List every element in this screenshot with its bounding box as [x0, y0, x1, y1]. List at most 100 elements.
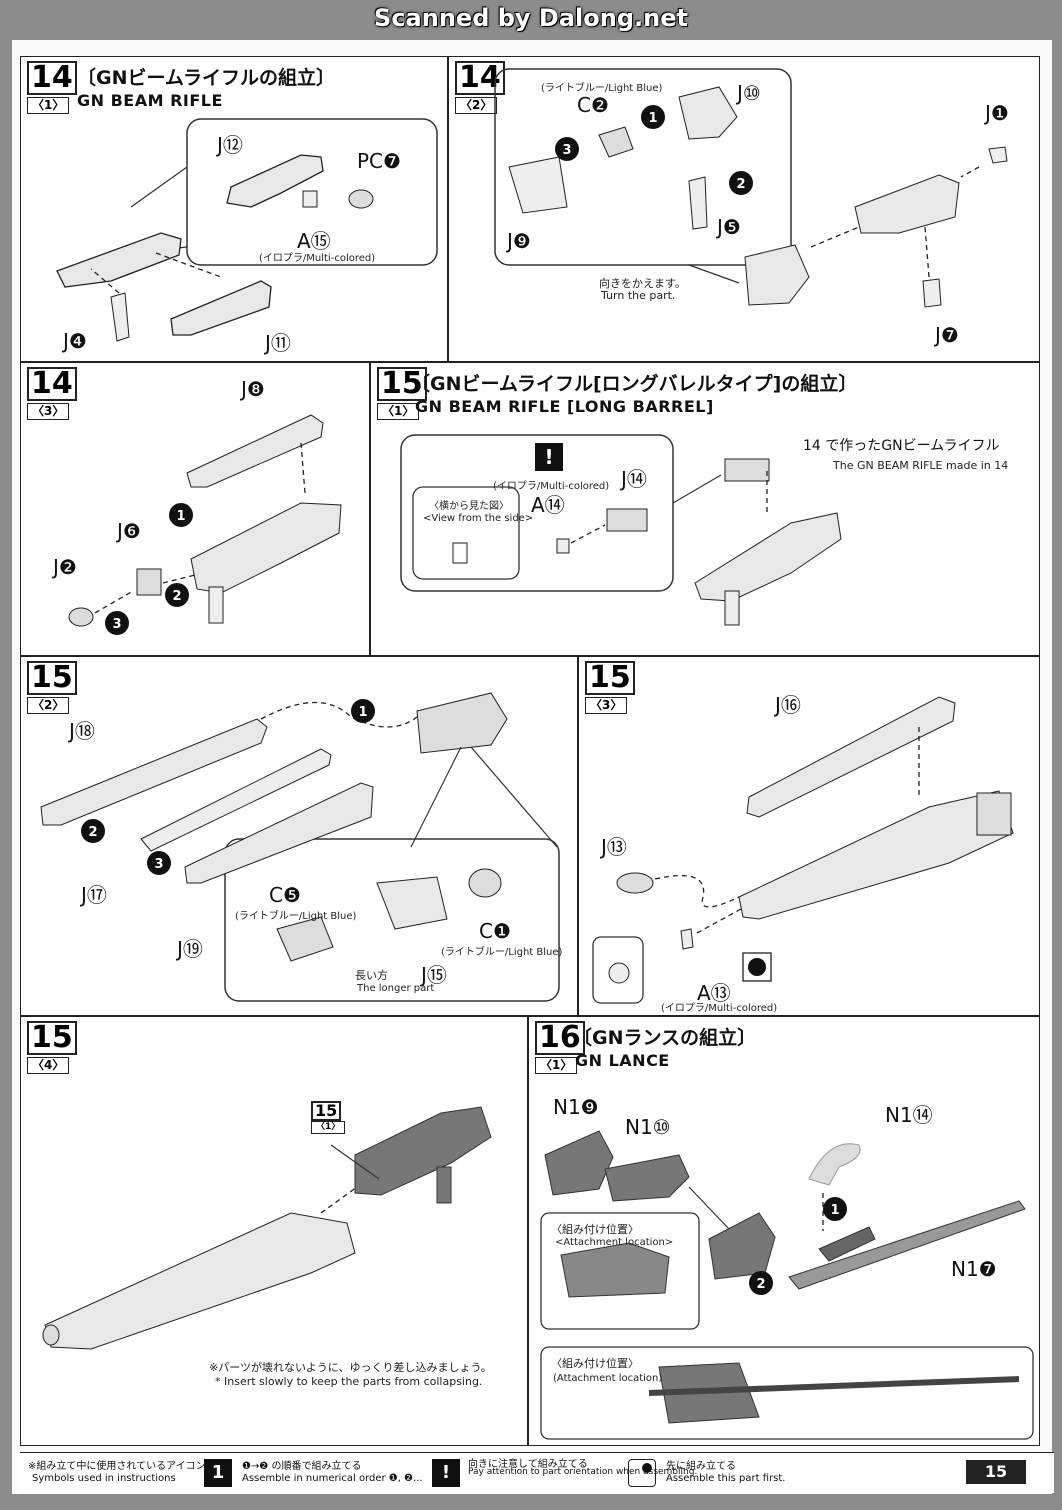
label-j10: J⑩: [737, 81, 761, 105]
panel-16-1: 16 〈1〉 〔GNランスの組立〕 GN LANCE 1 2 N1❾ N1⑩ N…: [528, 1016, 1040, 1446]
svg-text:3: 3: [154, 857, 163, 872]
side-view-en: <View from the side>: [423, 513, 534, 524]
label-a14: A⑭: [531, 493, 565, 517]
symbols-jp: ※組み立て中に使用されているアイコン: [28, 1461, 206, 1472]
panel-14-2: 14 〈2〉 1 2 3 (ライトブルー/Light Blue) C❷ J⑩ J…: [448, 56, 1040, 362]
step-number: 15: [377, 367, 427, 401]
label-n1-9: N1❾: [553, 1095, 599, 1119]
insert-note-en: * Insert slowly to keep the parts from c…: [215, 1375, 483, 1388]
label-j16: J⑯: [775, 693, 801, 717]
step-number: 15: [585, 661, 635, 695]
label-a15-note: (イロプラ/Multi-colored): [259, 253, 376, 264]
label-j12: J⑫: [217, 133, 243, 157]
attention-en: Pay attention to part orientation when a…: [468, 1467, 698, 1477]
substep-label: 〈1〉: [535, 1057, 578, 1074]
attach-jp: 〈組み付け位置〉: [551, 1223, 639, 1236]
panel-15-4: 15 〈4〉 15 〈1〉 ※パーツが壊れないように、ゆっくり差し込みましょう。…: [20, 1016, 528, 1446]
label-c2: C❷: [577, 93, 609, 117]
panel-15-1: 15 〈1〉 〔GNビームライフル[ロングバレルタイプ]の組立〕 GN BEAM…: [370, 362, 1040, 656]
made-in-en: The GN BEAM RIFLE made in 14: [833, 459, 1009, 472]
made-in-jp: 14 で作ったGNビームライフル: [803, 438, 1000, 454]
svg-text:1: 1: [648, 111, 657, 126]
label-j11: J⑪: [265, 331, 291, 355]
svg-text:!: !: [544, 445, 553, 469]
longer-part-en: The longer part: [357, 983, 435, 994]
longer-part-jp: 長い方: [355, 969, 388, 982]
attach2-en: (Attachment location): [553, 1373, 663, 1384]
substep-label: 〈3〉: [27, 403, 70, 420]
order-icon: 1: [204, 1459, 232, 1487]
step-number: 14: [27, 61, 77, 95]
label-a15: A⑮: [297, 229, 331, 253]
side-view-jp: 〈横から見た図〉: [429, 501, 509, 512]
svg-text:1: 1: [176, 509, 185, 524]
first-en: Assemble this part first.: [666, 1473, 786, 1484]
panel-15-3: 15 〈3〉 J⑯ J⑬ A⑬ (イロプラ/Multi-colored): [578, 656, 1040, 1016]
rifle-barrel-join-diagram: [42, 1106, 492, 1350]
label-c5: C❺: [269, 883, 301, 907]
long-barrel-diagram: !: [400, 434, 842, 626]
title-en: GN LANCE: [575, 1051, 670, 1070]
multi-note: (イロプラ/Multi-colored): [493, 481, 610, 492]
svg-text:1: 1: [358, 705, 367, 720]
label-j6: J❻: [117, 519, 141, 543]
label-n1-14: N1⑭: [885, 1103, 933, 1127]
panel-14-1: 14 〈1〉 〔GNビームライフルの組立〕 GN BEAM RIFLE J⑫ P…: [20, 56, 448, 362]
step-number: 15: [27, 1021, 77, 1055]
step-number: 14: [27, 367, 77, 401]
svg-text:2: 2: [756, 1277, 765, 1292]
label-j18: J⑱: [69, 719, 95, 743]
turn-note-jp: 向きをかえます。: [599, 277, 686, 290]
beam-rifle-parts-diagram: [56, 118, 438, 342]
ref-step: 15: [311, 1101, 342, 1121]
svg-text:2: 2: [172, 589, 181, 604]
substep-label: 〈1〉: [377, 403, 420, 420]
label-j14: J⑭: [621, 467, 647, 491]
attention-icon: !: [432, 1459, 460, 1487]
label-j13: J⑬: [601, 835, 627, 859]
label-j19: J⑲: [177, 937, 203, 961]
barrel-assembly-diagram: 1 2 3: [40, 692, 560, 1002]
label-a13: A⑬: [697, 981, 731, 1005]
attention-jp: 向きに注意して組み立てる: [468, 1459, 588, 1470]
label-c1-note: (ライトブルー/Light Blue): [441, 947, 563, 958]
label-c1: C❶: [479, 919, 511, 943]
label-j2: J❷: [53, 555, 77, 579]
order-jp: ❶→❷ の順番で組み立てる: [242, 1461, 362, 1472]
label-j9: J❾: [507, 229, 531, 253]
first-icon: [628, 1459, 656, 1487]
scan-credit: Scanned by Dalong.net: [374, 4, 688, 32]
substep-label: 〈4〉: [27, 1057, 70, 1074]
beam-rifle-assembly-diagram: 1 2 3: [494, 68, 1008, 308]
svg-text:1: 1: [830, 1203, 839, 1218]
substep-label: 〈3〉: [585, 697, 628, 714]
substep-label: 〈2〉: [455, 97, 498, 114]
label-n1-7: N1❼: [951, 1257, 997, 1281]
attach-en: <Attachment location>: [555, 1237, 674, 1248]
title-jp: 〔GNビームライフルの組立〕: [77, 67, 335, 89]
svg-text:2: 2: [736, 177, 745, 192]
order-en: Assemble in numerical order ❶, ❷...: [242, 1473, 423, 1484]
title-en: GN BEAM RIFLE: [77, 91, 223, 110]
turn-note-en: Turn the part.: [601, 289, 676, 302]
label-j5: J❺: [717, 215, 741, 239]
label-c5-note: (ライトブルー/Light Blue): [235, 911, 357, 922]
page-number: 15: [966, 1460, 1026, 1484]
title-jp: 〔GNランスの組立〕: [573, 1027, 757, 1049]
svg-text:3: 3: [112, 617, 121, 632]
step-number: 15: [27, 661, 77, 695]
symbols-en: Symbols used in instructions: [32, 1473, 176, 1484]
rifle-top-parts-diagram: 1 2 3: [68, 414, 342, 635]
panel-14-3: 14 〈3〉 1 2 3 J❽ J❻ J❷: [20, 362, 370, 656]
label-j15: J⑮: [421, 963, 447, 987]
svg-text:2: 2: [88, 825, 97, 840]
label-j4: J❹: [63, 329, 87, 353]
label-pc7: PC❼: [357, 149, 401, 173]
barrel-cover-diagram: [592, 696, 1014, 1004]
label-a13-note: (イロプラ/Multi-colored): [661, 1003, 778, 1014]
gn-lance-diagram: 1 2: [540, 1130, 1034, 1440]
step-number: 16: [535, 1021, 585, 1055]
label-j7: J❼: [935, 323, 959, 347]
insert-note-jp: ※パーツが壊れないように、ゆっくり差し込みましょう。: [209, 1361, 492, 1374]
label-j8: J❽: [241, 377, 265, 401]
